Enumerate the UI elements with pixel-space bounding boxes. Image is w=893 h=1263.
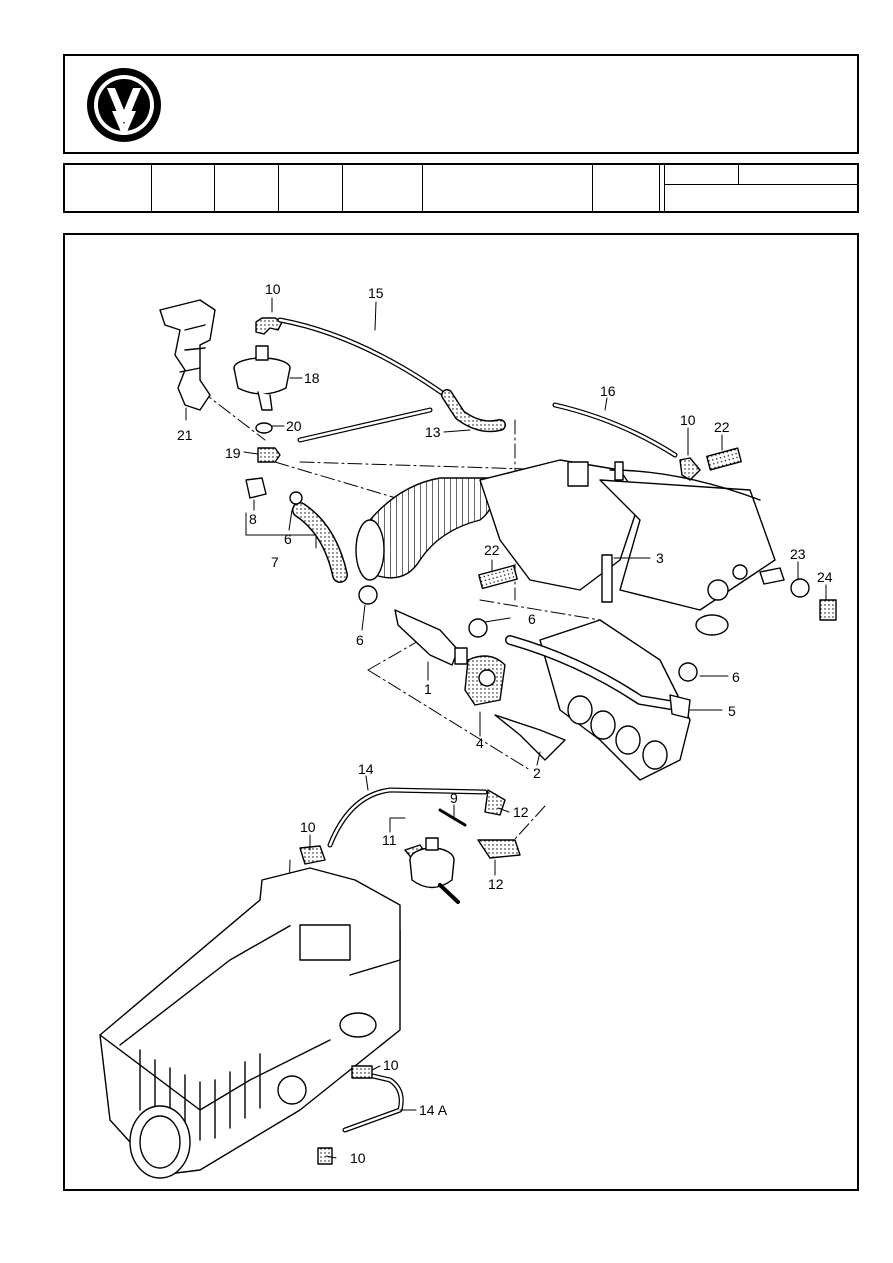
- grid-divider: [664, 163, 665, 213]
- callout-8: 8: [249, 511, 257, 527]
- callout-6: 6: [528, 611, 536, 627]
- grid-divider: [738, 163, 739, 184]
- callout-15: 15: [368, 285, 384, 301]
- callout-21: 21: [177, 427, 193, 443]
- callout-24: 24: [817, 569, 833, 585]
- callout-13: 13: [425, 424, 441, 440]
- callout-10: 10: [300, 819, 316, 835]
- volkswagen-logo: [87, 68, 161, 142]
- callout-22: 22: [714, 419, 730, 435]
- grid-divider: [278, 163, 279, 213]
- grid-divider: [151, 163, 152, 213]
- callout-12: 12: [513, 804, 529, 820]
- callout-11: 11: [382, 832, 397, 848]
- callout-18: 18: [304, 370, 320, 386]
- callout-16: 16: [600, 383, 616, 399]
- callout-5: 5: [728, 703, 736, 719]
- callout-12: 12: [488, 876, 504, 892]
- callout-19: 19: [225, 445, 241, 461]
- title-block-grid: [63, 163, 859, 213]
- callout-10: 10: [383, 1057, 399, 1073]
- callout-6: 6: [284, 531, 292, 547]
- callout-20: 20: [286, 418, 302, 434]
- grid-divider: [664, 184, 859, 185]
- callout-22: 22: [484, 542, 500, 558]
- callout-7: 7: [271, 554, 279, 570]
- callout-10: 10: [265, 281, 281, 297]
- callout-1: 1: [424, 681, 432, 697]
- callout-14: 14: [358, 761, 374, 777]
- callout-23: 23: [790, 546, 806, 562]
- callout-10: 10: [680, 412, 696, 428]
- grid-divider: [422, 163, 423, 213]
- parts-diagram-frame: [63, 233, 859, 1191]
- callout-14a: 14 A: [419, 1102, 448, 1118]
- callout-2: 2: [533, 765, 541, 781]
- grid-divider: [592, 163, 593, 213]
- grid-divider: [659, 163, 660, 213]
- grid-divider: [342, 163, 343, 213]
- grid-divider: [214, 163, 215, 213]
- callout-4: 4: [476, 735, 484, 751]
- callout-6: 6: [732, 669, 740, 685]
- callout-10: 10: [350, 1150, 366, 1166]
- header-panel: [63, 54, 859, 154]
- callout-3: 3: [656, 550, 664, 566]
- callout-6: 6: [356, 632, 364, 648]
- callout-9: 9: [450, 790, 458, 806]
